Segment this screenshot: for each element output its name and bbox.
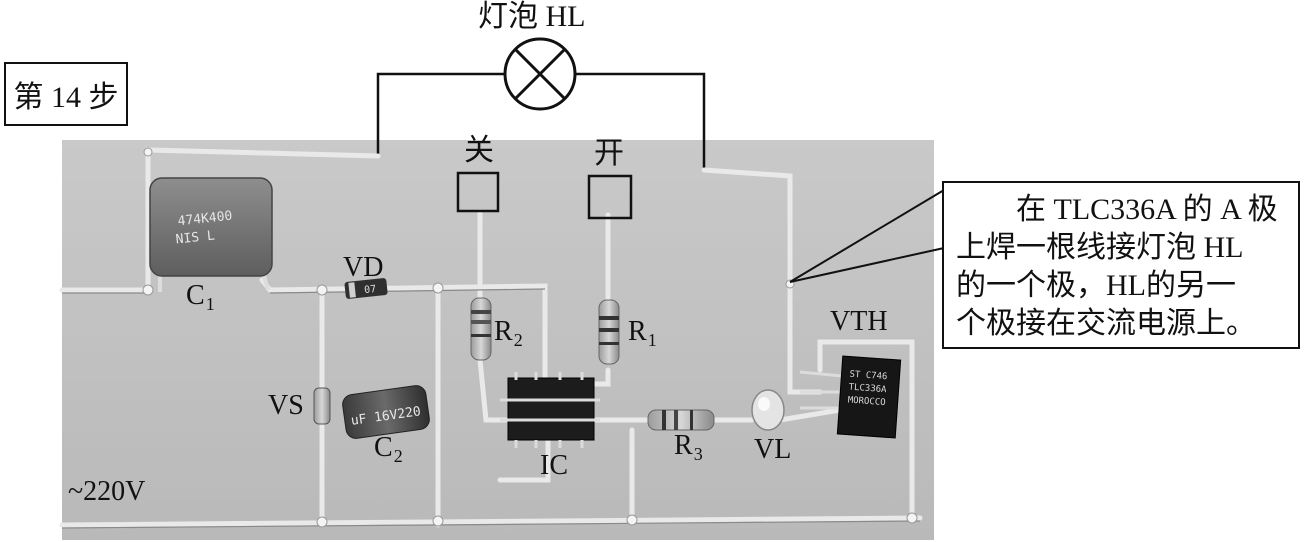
instruction-callout: 在 TLC336A 的 A 极 上焊一根线接灯泡 HL 的一个极，HL的另一 个… (942, 181, 1300, 349)
switch-on-label: 开 (594, 137, 624, 170)
vth-label: VTH (830, 306, 888, 337)
r2-resistor (470, 297, 492, 361)
lamp-wires (376, 72, 706, 170)
vth-marking-3: MOROCCO (847, 396, 886, 409)
vl-label: VL (754, 434, 792, 465)
vth-marking-2: TLC336A (848, 383, 887, 396)
c1-capacitor: 474K400 NIS L (149, 177, 273, 292)
r1-label: R1 (628, 316, 657, 350)
c1-label: C1 (186, 280, 215, 314)
ic-chip (500, 372, 600, 448)
r2-name: R (494, 316, 513, 347)
vth-thyristor: ST C746 TLC336A MOROCCO (799, 355, 902, 439)
r1-resistor (598, 299, 620, 365)
c1-marking-1: 474K400 (177, 209, 233, 230)
callout-line-1: 在 TLC336A 的 A 极 (1016, 193, 1278, 226)
r3-name: R (674, 430, 693, 461)
step-number-box: 第 14 步 (4, 62, 128, 126)
r2-sub: 2 (513, 330, 523, 350)
callout-line-3: 的一个极，HL的另一 (956, 269, 1236, 302)
r2-label: R2 (494, 316, 523, 350)
vd-diode: 07 (344, 278, 388, 299)
switch-off-label: 关 (464, 134, 494, 167)
r3-resistor (647, 409, 715, 431)
c2-label: C2 (374, 432, 403, 466)
vl-led (751, 389, 785, 431)
c2-name: C (374, 432, 393, 463)
r1-name: R (628, 316, 647, 347)
vth-marking-1: ST C746 (849, 370, 888, 383)
step-label: 第 14 步 (13, 81, 119, 114)
c2-sub: 2 (393, 446, 403, 466)
solder-joints (142, 147, 918, 528)
lamp-symbol (503, 37, 577, 111)
switch-off-pad[interactable] (456, 171, 500, 213)
callout-line-4: 个极接在交流电源上。 (956, 307, 1256, 340)
c1-sub: 1 (205, 294, 215, 314)
vs-label: VS (268, 390, 304, 421)
vs-component (313, 387, 331, 425)
vd-label: VD (343, 252, 384, 283)
c1-marking-2: NIS L (175, 229, 216, 248)
board-wires-shadow (61, 288, 921, 529)
lamp-label: 灯泡 HL (478, 0, 586, 33)
r1-sub: 1 (647, 330, 657, 350)
ic-label: IC (540, 450, 568, 481)
r3-sub: 3 (693, 444, 703, 464)
switch-on-pad[interactable] (587, 174, 633, 220)
r3-label: R3 (674, 430, 703, 464)
callout-pointer (789, 189, 945, 283)
mains-label: ~220V (68, 476, 146, 507)
vd-marking: 07 (364, 284, 377, 296)
callout-line-2: 上焊一根线接灯泡 HL (956, 231, 1244, 264)
c2-capacitor: uF 16V220 (342, 385, 430, 439)
c1-name: C (186, 280, 205, 311)
